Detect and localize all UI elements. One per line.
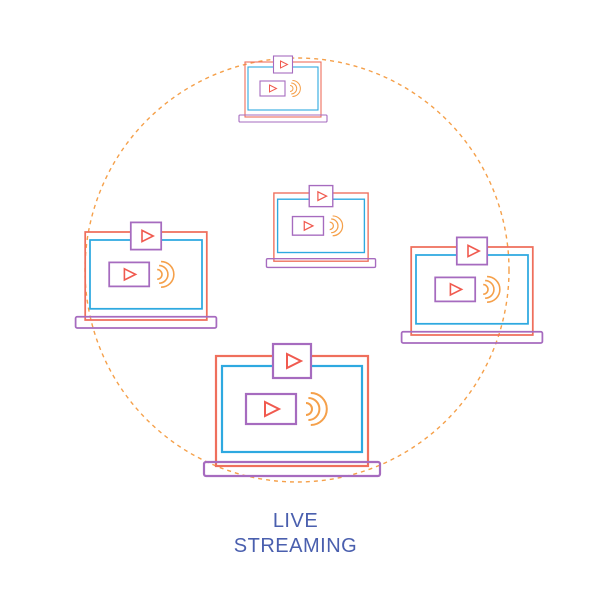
- laptop-icon: [202, 342, 382, 478]
- broadcast-waves-icon: [329, 215, 344, 237]
- broadcast-waves-icon: [305, 392, 328, 426]
- cast-frame-icon: [308, 184, 334, 208]
- video-player-icon: [291, 215, 325, 236]
- play-icon: [123, 267, 138, 282]
- laptop-base: [400, 330, 544, 344]
- play-icon: [269, 84, 278, 93]
- play-icon: [317, 190, 328, 202]
- broadcast-waves-icon: [483, 275, 501, 303]
- laptop-base: [238, 114, 328, 123]
- laptop-icon: [265, 184, 377, 269]
- cast-frame-icon: [455, 236, 489, 266]
- video-player-icon: [259, 80, 286, 97]
- video-player-icon: [434, 276, 477, 303]
- laptop-base: [202, 460, 382, 478]
- play-icon: [264, 400, 282, 418]
- video-player-icon: [244, 392, 298, 426]
- laptop-icon: [238, 55, 328, 123]
- play-icon: [141, 229, 155, 243]
- cast-frame-icon: [272, 55, 294, 74]
- laptop-base: [265, 258, 377, 269]
- cast-frame-icon: [129, 221, 163, 251]
- broadcast-waves-icon: [157, 260, 175, 288]
- video-player-icon: [108, 261, 151, 288]
- play-icon: [449, 282, 464, 297]
- play-icon: [286, 352, 304, 370]
- laptop-base: [74, 315, 218, 329]
- caption-line-2: STREAMING: [233, 535, 358, 557]
- cast-frame-icon: [271, 342, 313, 380]
- play-icon: [280, 60, 289, 69]
- laptop-icon: [400, 236, 544, 344]
- play-icon: [467, 244, 481, 258]
- broadcast-waves-icon: [289, 80, 301, 97]
- play-icon: [303, 220, 315, 232]
- laptop-icon: [74, 221, 218, 329]
- caption-line-1: LIVE: [272, 510, 319, 532]
